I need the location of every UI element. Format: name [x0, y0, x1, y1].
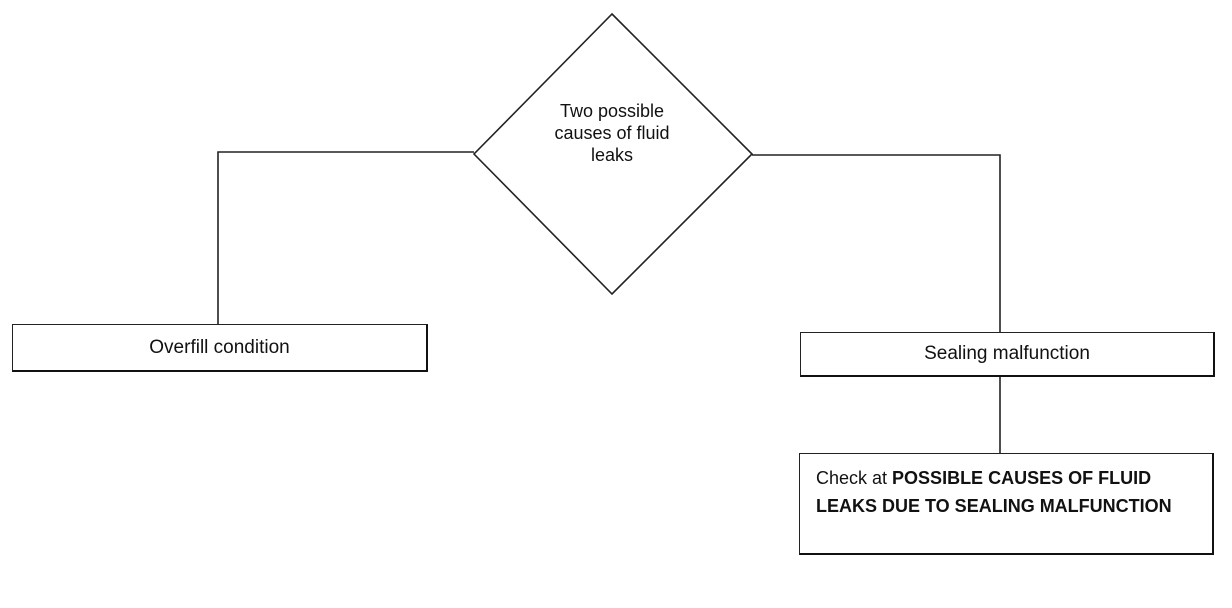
- overfill-condition-box: Overfill condition: [12, 324, 428, 372]
- decision-diamond: [472, 12, 754, 296]
- check-instruction-text: Check at POSSIBLE CAUSES OF FLUID LEAKS …: [816, 464, 1196, 520]
- check-instruction-prefix: Check at: [816, 468, 893, 488]
- connector-right: [752, 154, 1001, 332]
- sealing-malfunction-box: Sealing malfunction: [800, 332, 1215, 377]
- decision-text: Two possible causes of fluid leaks: [554, 101, 670, 165]
- overfill-condition-label: Overfill condition: [149, 336, 290, 358]
- sealing-malfunction-label: Sealing malfunction: [924, 343, 1090, 364]
- check-instruction-box: Check at POSSIBLE CAUSES OF FLUID LEAKS …: [799, 453, 1214, 555]
- connector-left: [217, 151, 474, 324]
- check-instruction-emphasis: POSSIBLE CAUSES OF FLUID LEAKS DUE TO SE…: [816, 468, 1172, 516]
